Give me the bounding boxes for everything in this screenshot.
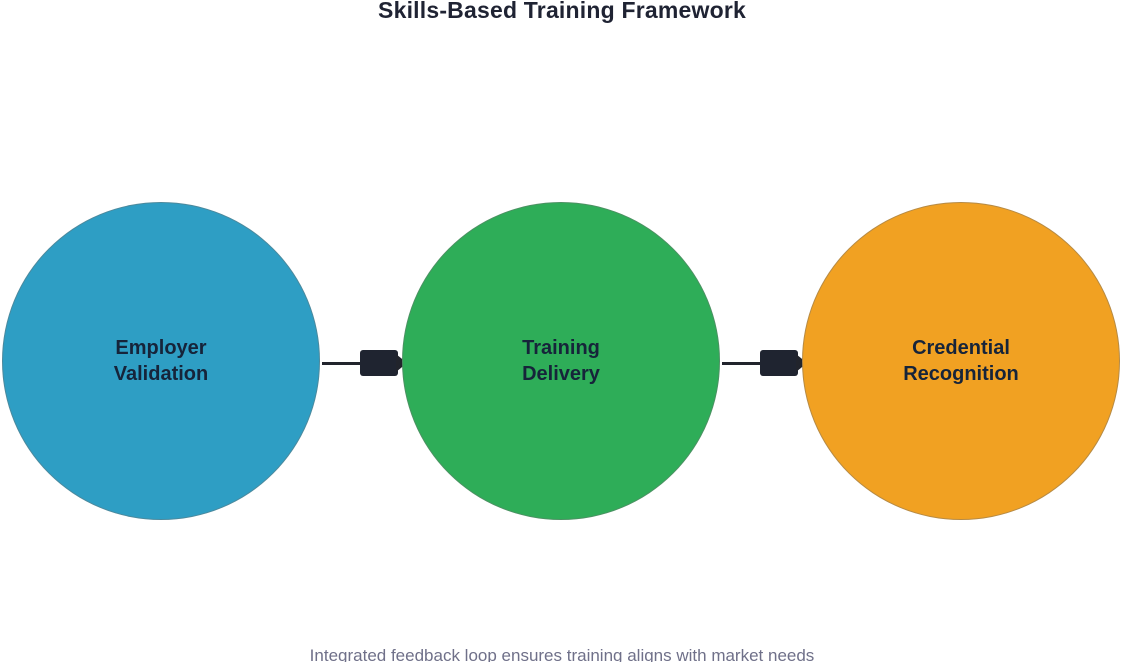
diagram-title: Skills-Based Training Framework (378, 0, 746, 23)
edge-training-to-credential (722, 350, 808, 376)
node-label-line: Recognition (903, 363, 1019, 385)
node-label-line: Delivery (522, 363, 600, 385)
diagram-caption: Integrated feedback loop ensures trainin… (309, 646, 815, 662)
node-credential-recognition-label: Credential Recognition (903, 335, 1019, 387)
edge-line (722, 361, 796, 365)
node-label-line: Credential (912, 337, 1010, 359)
node-training-delivery-label: Training Delivery (522, 335, 600, 387)
node-employer-validation: Employer Validation (2, 202, 320, 520)
edge-label-box (760, 350, 798, 376)
node-credential-recognition: Credential Recognition (802, 202, 1120, 520)
node-label-line: Employer (115, 337, 207, 359)
arrow-right-icon (396, 353, 407, 372)
node-label-line: Validation (113, 363, 209, 385)
arrow-right-icon (796, 353, 807, 372)
node-employer-validation-label: Employer Validation (114, 335, 208, 387)
node-label-line: Training (522, 337, 600, 359)
edge-label-box (360, 350, 398, 376)
edge-employer-to-training (322, 350, 408, 376)
node-training-delivery: Training Delivery (402, 202, 720, 520)
edge-line (322, 361, 396, 365)
